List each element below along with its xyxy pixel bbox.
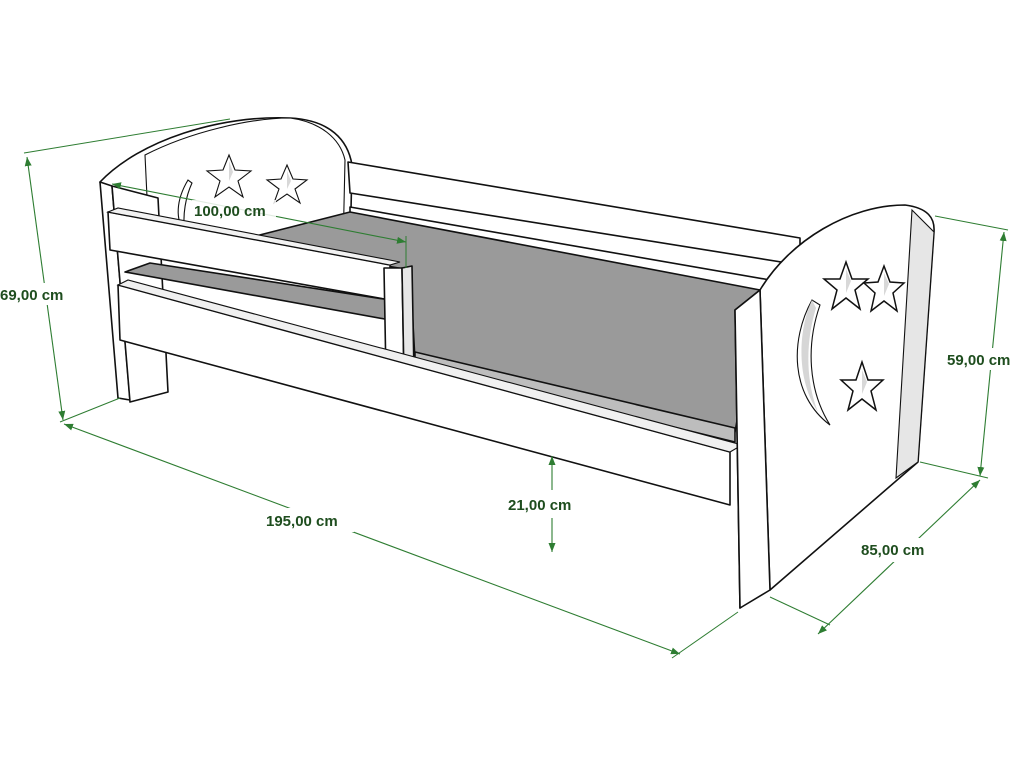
dimension-annotations: 69,00 cm 59,00 cm 195,00 cm 85,00 cm 21,…	[0, 118, 1022, 659]
footboard-star-icon-3	[839, 359, 885, 412]
clearance-label: 21,00 cm	[508, 497, 571, 514]
width-label: 85,00 cm	[861, 542, 924, 559]
guard-rail-label: 100,00 cm	[194, 203, 266, 220]
total-height-label: 69,00 cm	[0, 287, 63, 304]
footboard-star-icon-2	[862, 263, 906, 313]
footboard-edge-shade	[895, 208, 935, 480]
length-label: 195,00 cm	[266, 513, 338, 530]
footboard-front-face	[734, 289, 771, 609]
footboard-height-label: 59,00 cm	[947, 352, 1010, 369]
footboard-star-icon-1	[821, 259, 871, 311]
bed-illustration	[99, 116, 935, 609]
length-dimension-line	[63, 423, 681, 655]
